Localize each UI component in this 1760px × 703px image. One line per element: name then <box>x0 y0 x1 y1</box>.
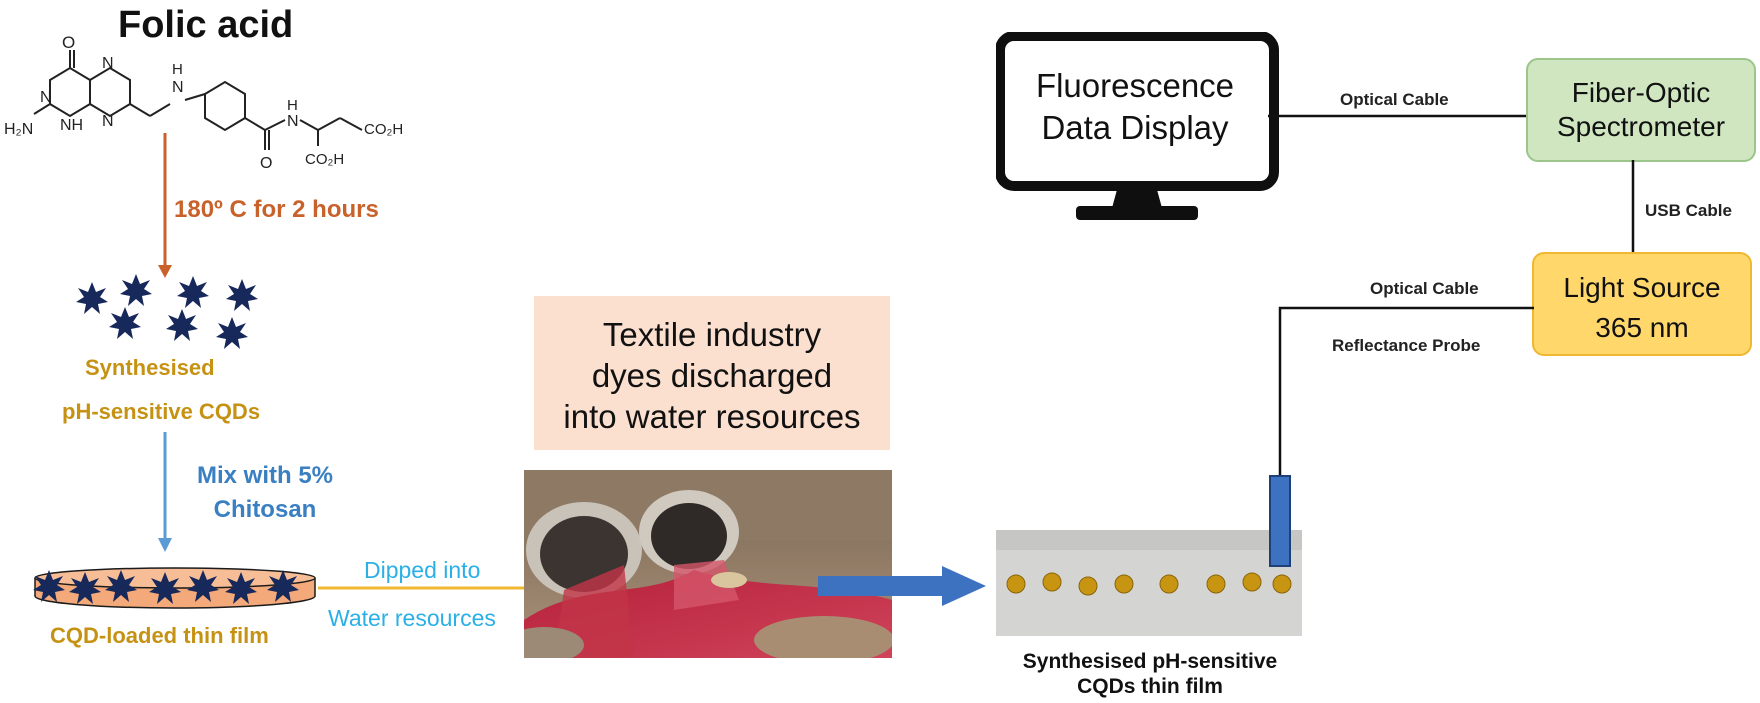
carboxyl-label-1: CO₂H <box>364 121 403 138</box>
display-line2: Data Display <box>1041 109 1229 146</box>
amine-label: H₂N <box>4 121 33 138</box>
reflectance-probe-label: Reflectance Probe <box>1332 336 1481 355</box>
textile-line2: dyes discharged <box>591 357 833 394</box>
heating-arrow <box>158 133 172 278</box>
optical-cable-top <box>1268 114 1528 118</box>
cqd-film-photo <box>996 530 1302 636</box>
film-caption-line1: Synthesised pH-sensitive <box>1022 650 1278 673</box>
probe-cable <box>1278 306 1534 480</box>
cqd-star-icon <box>109 307 141 339</box>
film-spot <box>1206 574 1226 594</box>
h-label-2: H <box>287 97 298 114</box>
oxygen-label: O <box>62 33 75 52</box>
cqd-star-icon <box>226 279 258 311</box>
mix-arrow <box>158 432 172 552</box>
nitrogen-label-1: N <box>40 89 52 106</box>
spectrometer-line1: Fiber-Optic <box>1571 77 1711 108</box>
cqd-label-line1: Synthesised <box>85 355 215 380</box>
spectrometer-line2: Spectrometer <box>1556 111 1726 142</box>
n-label-amine: N <box>172 79 184 96</box>
film-label: CQD-loaded thin film <box>50 623 269 648</box>
film-spot <box>1114 574 1134 594</box>
textile-callout: Textile industry dyes discharged into wa… <box>534 296 890 450</box>
transfer-arrow <box>818 566 986 606</box>
usb-cable <box>1631 160 1635 254</box>
display-label: Fluorescence Data Display <box>1010 65 1260 149</box>
mix-label-line1: Mix with 5% <box>196 462 334 489</box>
optical-cable-top-label: Optical Cable <box>1340 90 1449 109</box>
heating-condition-label: 180º C for 2 hours <box>174 196 379 223</box>
film-spot <box>1242 572 1262 592</box>
mix-label-line2: Chitosan <box>213 496 317 523</box>
reflectance-probe-icon <box>1269 475 1291 567</box>
h-label-1: H <box>172 61 183 78</box>
dip-label-line2: Water resources <box>328 605 496 631</box>
film-spot <box>1159 574 1179 594</box>
carboxyl-label-2: CO₂H <box>305 151 344 168</box>
cqd-star-icon <box>166 309 198 341</box>
folic-acid-structure: O N N N NH H₂N H N H N O CO₂H CO₂H <box>4 33 403 172</box>
film-spot <box>1006 574 1026 594</box>
nitrogen-label-2: N <box>102 55 114 72</box>
polluted-water-photo <box>524 470 892 658</box>
light-source-line2: 365 nm <box>1595 312 1689 343</box>
film-spot <box>1078 576 1098 596</box>
optical-cable-light-label: Optical Cable <box>1370 279 1479 298</box>
cqd-star-icon <box>216 317 248 349</box>
n-label-amide: N <box>287 113 299 130</box>
cqd-label-line2: pH-sensitive CQDs <box>62 399 261 424</box>
spectrometer-box: Fiber-Optic Spectrometer <box>1526 58 1756 162</box>
film-spot <box>1042 572 1062 592</box>
film-spot <box>1272 574 1292 594</box>
folic-acid-title: Folic acid <box>118 4 294 46</box>
film-caption-line2: CQDs thin film <box>1077 675 1223 698</box>
nh-label: NH <box>60 117 83 134</box>
dip-label-line1: Dipped into <box>364 557 481 583</box>
monitor-icon <box>996 32 1279 220</box>
light-source-line1: Light Source <box>1563 272 1721 303</box>
light-source-box: Light Source 365 nm <box>1532 252 1752 356</box>
display-line1: Fluorescence <box>1035 67 1235 104</box>
cqd-star-icon <box>76 282 108 314</box>
nitrogen-label-3: N <box>102 113 114 130</box>
usb-cable-label: USB Cable <box>1645 201 1732 220</box>
textile-line1: Textile industry <box>602 316 822 353</box>
o-label-amide: O <box>260 155 272 172</box>
cqd-thin-film <box>33 567 316 609</box>
cqd-star-icon <box>177 276 209 308</box>
cqd-star-icon <box>120 274 152 306</box>
cqd-particles <box>76 274 258 349</box>
textile-line3: into water resources <box>563 398 861 435</box>
